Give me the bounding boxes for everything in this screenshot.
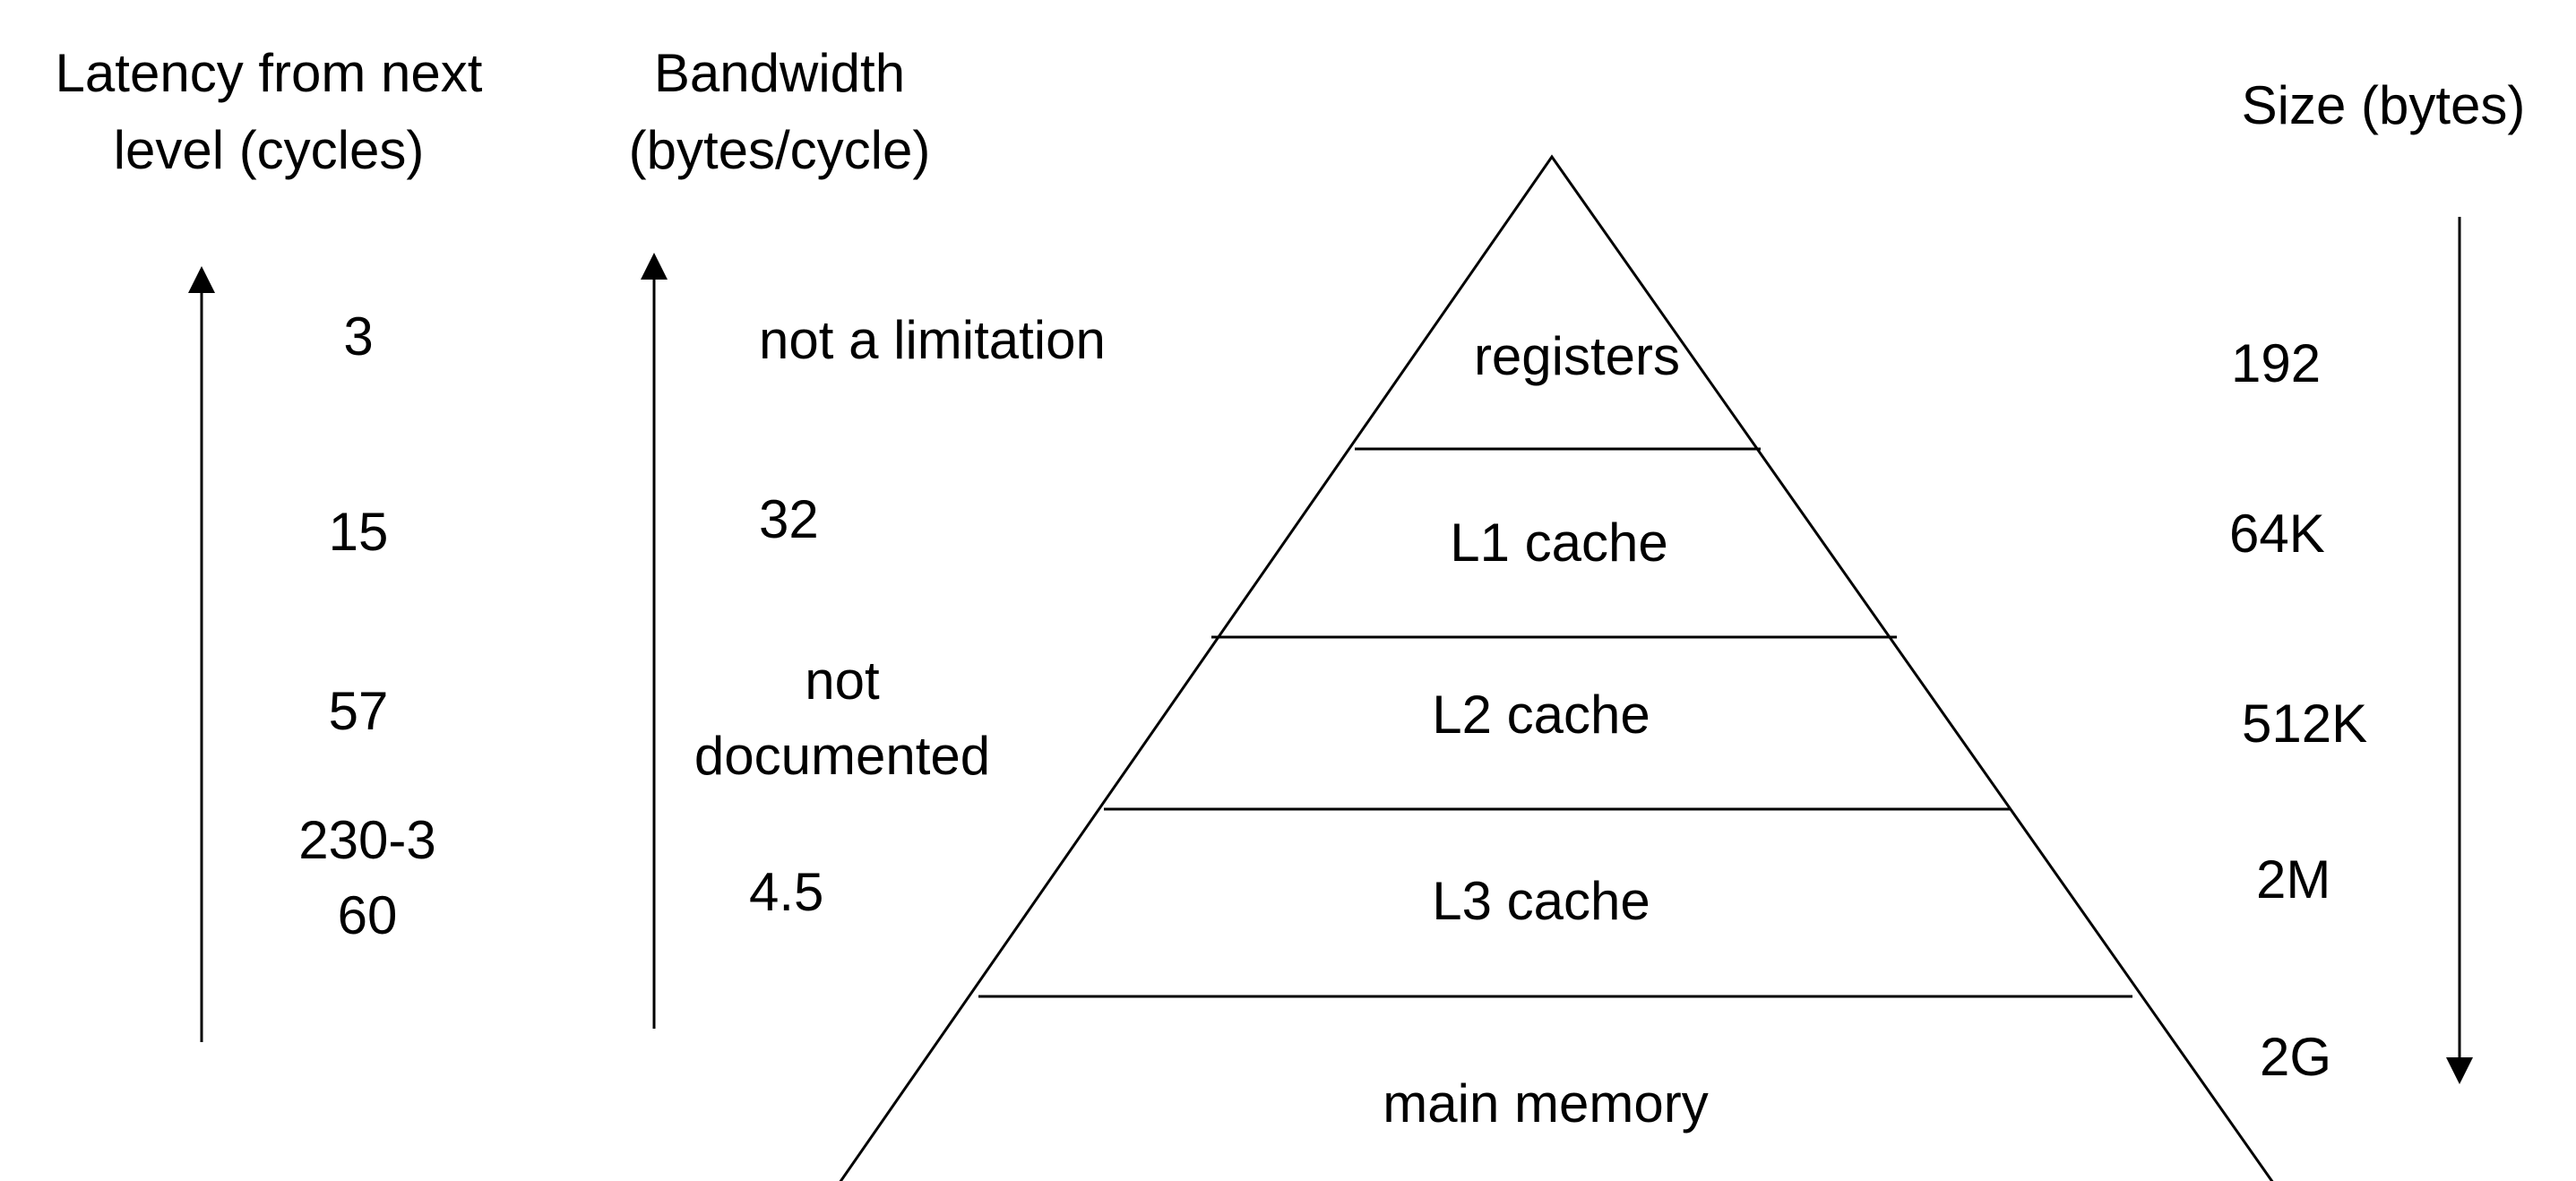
bandwidth-l2-line2: documented bbox=[694, 726, 991, 786]
bandwidth-header-line1: Bandwidth bbox=[653, 43, 906, 103]
bandwidth-l3: 4.5 bbox=[749, 862, 824, 922]
latency-header-line2: level (cycles) bbox=[113, 120, 425, 180]
pyramid-outline bbox=[839, 154, 2274, 1181]
latency-l2: 57 bbox=[328, 681, 389, 741]
bandwidth-registers: not a limitation bbox=[759, 310, 1106, 370]
size-registers: 192 bbox=[2231, 333, 2322, 393]
size-main-memory: 2G bbox=[2260, 1027, 2332, 1087]
level-label-l2: L2 cache bbox=[1432, 685, 1650, 745]
bandwidth-l1: 32 bbox=[759, 489, 819, 549]
latency-header-line1: Latency from next bbox=[55, 43, 483, 103]
size-l3: 2M bbox=[2256, 849, 2331, 909]
latency-l3-line1: 230-3 bbox=[298, 810, 436, 870]
latency-registers: 3 bbox=[343, 306, 374, 366]
bandwidth-l2-line1: not bbox=[805, 651, 880, 711]
latency-l1: 15 bbox=[328, 502, 389, 562]
size-l1: 64K bbox=[2229, 504, 2325, 564]
level-label-l3: L3 cache bbox=[1432, 871, 1650, 931]
level-label-l1: L1 cache bbox=[1450, 513, 1668, 573]
level-label-registers: registers bbox=[1473, 326, 1681, 386]
size-header: Size (bytes) bbox=[2241, 75, 2526, 135]
latency-l3-line2: 60 bbox=[337, 885, 398, 945]
level-label-main-memory: main memory bbox=[1383, 1073, 1709, 1134]
size-l2: 512K bbox=[2242, 694, 2368, 754]
bandwidth-header-line2: (bytes/cycle) bbox=[628, 120, 931, 180]
